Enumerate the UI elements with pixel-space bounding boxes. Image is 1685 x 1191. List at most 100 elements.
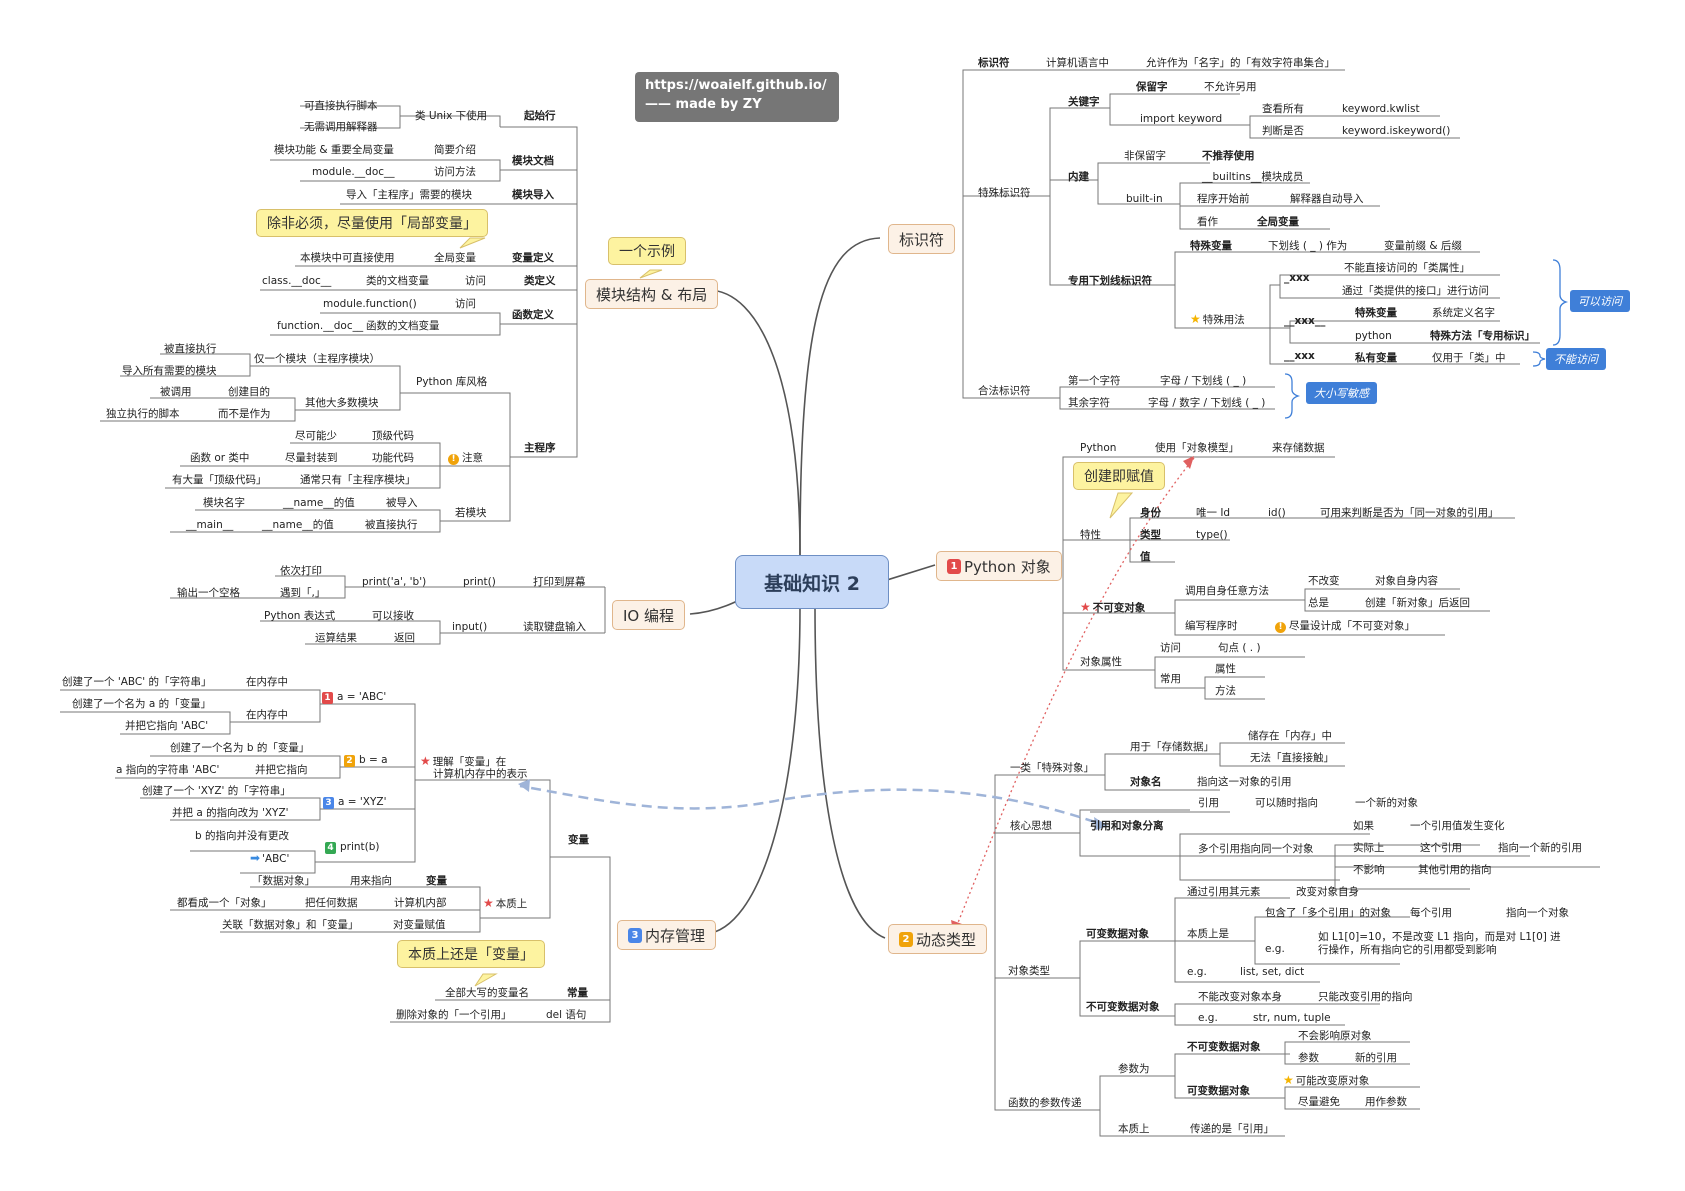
node-label: 在内存中 — [246, 709, 288, 721]
node-label: 新的引用 — [1355, 1052, 1397, 1064]
node-label: 核心思想 — [1010, 820, 1052, 832]
node-label: 创建了一个名为 a 的「变量」 — [72, 698, 212, 710]
node-label: 看作 — [1197, 216, 1218, 228]
node-label: _xxx — [1284, 272, 1310, 284]
node-label: 关联「数据对象」和「变量」 — [222, 919, 359, 931]
node-label: 实际上 — [1353, 842, 1385, 854]
node-label: 非保留字 — [1124, 150, 1166, 162]
node-label: 一个新的对象 — [1355, 797, 1418, 809]
node-label: b 的指向并没有更改 — [195, 830, 290, 842]
node-label: 不能直接访问的「类属性」 — [1344, 262, 1470, 274]
node-label: 有大量「顶级代码」 — [172, 474, 267, 486]
node-label: 无法「直接接触」 — [1250, 752, 1334, 764]
node-label: ★特殊用法 — [1190, 313, 1245, 327]
node-label: ★不可变对象 — [1080, 601, 1145, 615]
node-label: 值 — [1140, 551, 1151, 563]
node-label: 导入所有需要的模块 — [122, 365, 217, 377]
warning-icon: ! — [1275, 622, 1286, 633]
node-label: 方法 — [1215, 685, 1236, 697]
node-label: class.__doc__ — [262, 275, 332, 287]
callout-example: 一个示例 — [608, 237, 686, 265]
node-label-text: print(b) — [340, 841, 380, 853]
node-label: 本模块中可直接使用 — [300, 252, 395, 264]
red-star-icon: ★ — [1080, 600, 1091, 614]
node-label: __xxx — [1284, 350, 1315, 362]
topic-python-object-label: Python 对象 — [964, 557, 1051, 576]
node-label: 一个引用值发生变化 — [1410, 820, 1505, 832]
node-label: __main__ — [186, 519, 234, 531]
yellow-star-icon: ★ — [1283, 1073, 1294, 1087]
root-node[interactable]: 基础知识 2 — [735, 555, 889, 609]
node-label: 使用「对象模型」 — [1155, 442, 1239, 454]
node-label: 被调用 — [160, 386, 192, 398]
node-label: 尽量避免 — [1298, 1096, 1340, 1108]
node-label: 特殊标识符 — [978, 187, 1031, 199]
node-label: 访问方法 — [434, 166, 476, 178]
node-label: 在内存中 — [246, 676, 288, 688]
node-label: python — [1355, 330, 1392, 342]
node-label: Python 表达式 — [264, 610, 336, 622]
tag-accessible: 可以访问 — [1570, 290, 1630, 312]
node-label: 类型 — [1140, 529, 1161, 541]
node-label: 改变对象自身 — [1296, 886, 1359, 898]
node-label: 功能代码 — [372, 452, 414, 464]
node-label: 其他引用的指向 — [1418, 864, 1492, 876]
crosslink-dashed — [519, 784, 1096, 824]
node-label: 指向一个对象 — [1506, 907, 1569, 919]
node-label: 来存储数据 — [1272, 442, 1325, 454]
node-label: 本质上是 — [1187, 928, 1229, 940]
node-label: 计算机语言中 — [1046, 57, 1109, 69]
node-label: id() — [1268, 507, 1286, 519]
topic-module-label: 模块结构 & 布局 — [596, 285, 708, 304]
topic-identifier-label: 标识符 — [899, 230, 945, 249]
node-label: 特殊变量 — [1190, 240, 1232, 252]
node-label: 行操作，所有指向它的引用都受到影响 — [1318, 944, 1497, 956]
node-label: 创建了一个 'XYZ' 的「字符串」 — [142, 785, 291, 797]
node-label: 访问 — [1160, 642, 1181, 654]
node-label: 不会影响原对象 — [1298, 1030, 1372, 1042]
node-label: 简要介绍 — [434, 144, 476, 156]
node-label: 参数为 — [1118, 1063, 1150, 1075]
node-label: 独立执行的脚本 — [106, 408, 180, 420]
node-label: 创建目的 — [228, 386, 270, 398]
node-label: 变量定义 — [512, 252, 554, 264]
node-label: 被导入 — [386, 497, 418, 509]
node-label: 如 L1[0]=10，不是改变 L1 指向，而是对 L1[0] 进 — [1318, 931, 1561, 943]
topic-module-structure[interactable]: 模块结构 & 布局 — [585, 279, 719, 309]
node-label: 只能改变引用的指向 — [1318, 991, 1413, 1003]
red-star-icon: ★ — [420, 754, 431, 768]
node-label: 不允许另用 — [1204, 81, 1257, 93]
node-label-text: b = a — [359, 754, 388, 766]
node-label-text: 理解「变量」在 — [432, 756, 507, 768]
node-label: __name__的值 — [283, 497, 355, 509]
node-label: 专用下划线标识符 — [1068, 275, 1152, 287]
node-label-text: 不可变对象 — [1092, 602, 1146, 614]
node-label: 通过引用其元素 — [1187, 886, 1261, 898]
node-label: function.__doc__ — [277, 320, 364, 332]
node-label: __name__的值 — [262, 519, 334, 531]
author-credit: —— made by ZY — [645, 97, 762, 112]
node-label: 可变数据对象 — [1086, 928, 1149, 940]
node-label: 并把 a 的指向改为 'XYZ' — [172, 807, 289, 819]
node-label-text: 可能改变原对象 — [1295, 1075, 1370, 1087]
node-label: 可变数据对象 — [1187, 1085, 1250, 1097]
topic-io[interactable]: IO 编程 — [612, 600, 685, 630]
node-label: 可以随时指向 — [1255, 797, 1318, 809]
tag-not-accessible: 不能访问 — [1546, 348, 1606, 370]
node-label: 仅用于「类」中 — [1432, 352, 1506, 364]
node-label: 特殊变量 — [1355, 307, 1397, 319]
node-label: print('a', 'b') — [362, 576, 427, 588]
topic-identifier[interactable]: 标识符 — [888, 224, 956, 254]
node-label: 都看成一个「对象」 — [177, 897, 272, 909]
node-label: 模块名字 — [203, 497, 245, 509]
node-label: 通常只有「主程序模块」 — [300, 474, 416, 486]
node-label: print() — [463, 576, 496, 588]
node-label: Python — [1080, 442, 1117, 454]
node-label: __builtins__模块成员 — [1202, 171, 1304, 183]
node-label-text: 本质上 — [495, 898, 528, 910]
